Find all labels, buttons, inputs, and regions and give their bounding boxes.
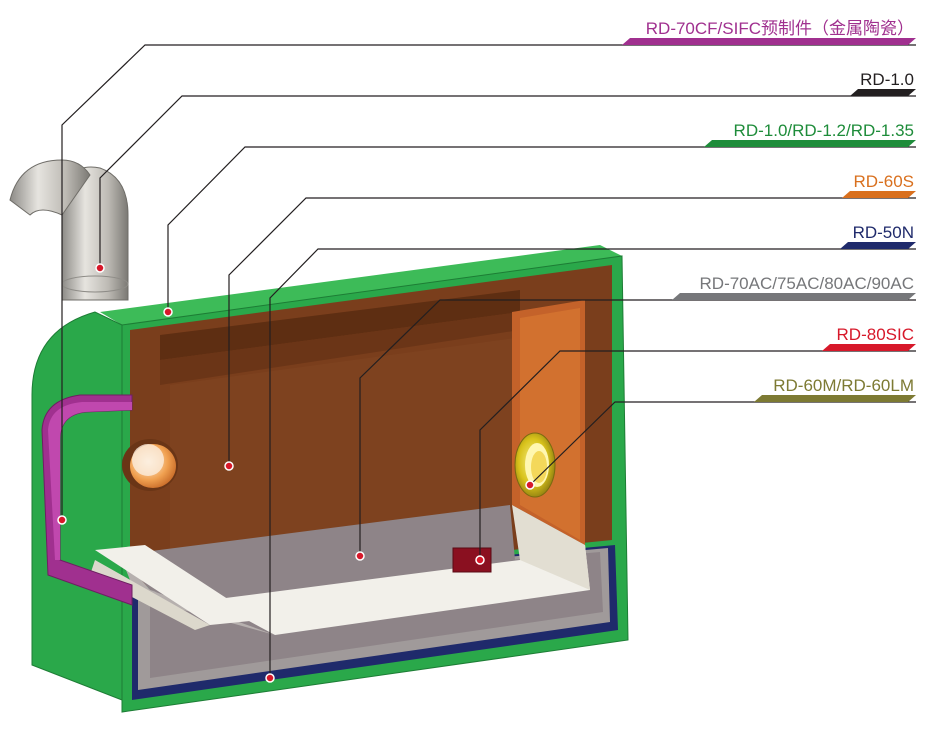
- label-rd-60s: RD-60S: [842, 172, 916, 198]
- label-text-rd-60m-series: RD-60M/RD-60LM: [773, 376, 914, 395]
- sic-block: [452, 547, 492, 573]
- label-text-rd-1-0: RD-1.0: [860, 70, 914, 89]
- label-metal-ceramic-prefab: RD-70CF/SIFC预制件（金属陶瓷）: [622, 19, 916, 45]
- label-rd-80sic: RD-80SIC: [822, 325, 916, 351]
- label-rd-70ac-series: RD-70AC/75AC/80AC/90AC: [672, 274, 916, 300]
- brick-lining: [130, 265, 612, 588]
- shell-top: [100, 245, 622, 325]
- leader-lines: [61, 44, 916, 678]
- label-text-rd-50n: RD-50N: [853, 223, 914, 242]
- label-text-rd-1-series: RD-1.0/RD-1.2/RD-1.35: [734, 121, 914, 140]
- label-rd-1-series: RD-1.0/RD-1.2/RD-1.35: [704, 121, 916, 147]
- label-text-rd-80sic: RD-80SIC: [837, 325, 914, 344]
- label-rd-50n: RD-50N: [840, 223, 916, 249]
- castable-side-wall: [512, 300, 585, 545]
- label-text-rd-70ac-series: RD-70AC/75AC/80AC/90AC: [700, 274, 914, 293]
- label-text-rd-60s: RD-60S: [854, 172, 914, 191]
- pipe-elbow-icon: [9, 159, 129, 301]
- callout-labels: RD-70CF/SIFC预制件（金属陶瓷） RD-1.0 RD-1.0/RD-1…: [622, 19, 916, 402]
- opening-hole-icon: [122, 439, 178, 491]
- label-rd-60m-series: RD-60M/RD-60LM: [754, 376, 916, 402]
- prefab-sleeve: [41, 394, 133, 606]
- gold-ring-icon: [514, 432, 556, 498]
- label-rd-1-0: RD-1.0: [850, 70, 916, 96]
- leader-markers: [57, 263, 535, 683]
- label-text-metal-ceramic-prefab: RD-70CF/SIFC预制件（金属陶瓷）: [646, 19, 914, 38]
- hearth-floor: [90, 505, 590, 635]
